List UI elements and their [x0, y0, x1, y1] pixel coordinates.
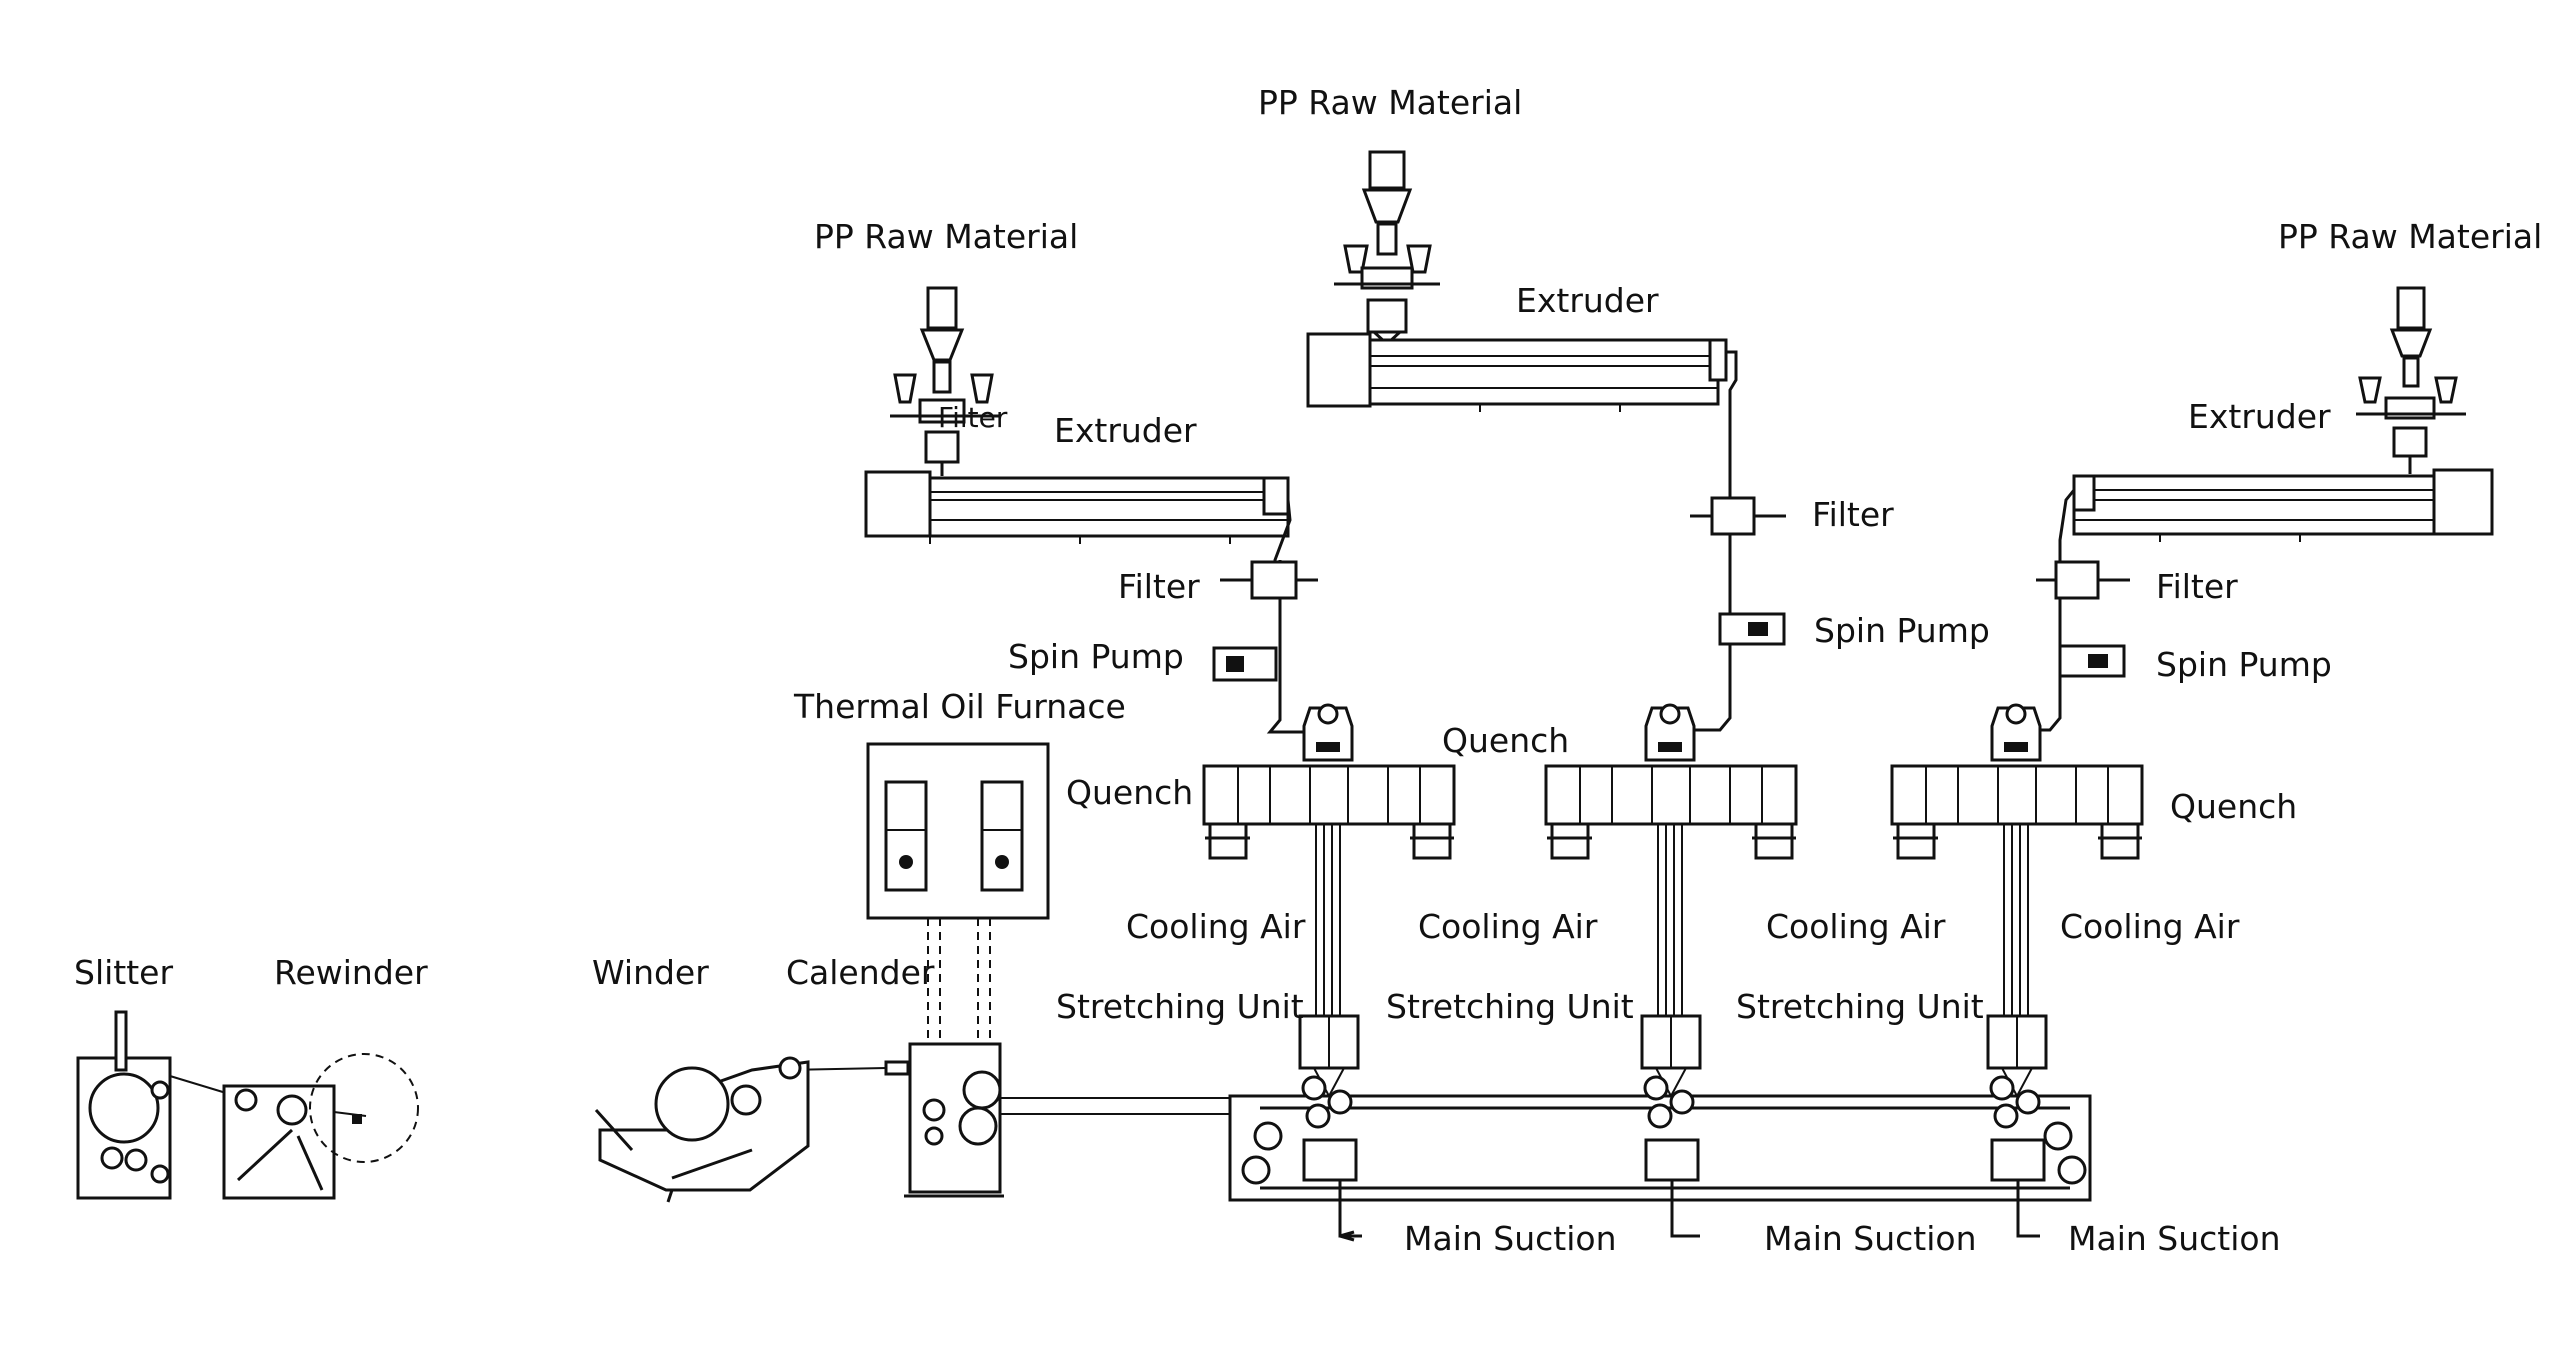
filament-column-right: [2003, 824, 2029, 1016]
extruder-label-right: Extruder: [2188, 397, 2331, 436]
main-suction-label-1: Main Suction: [1404, 1219, 1617, 1258]
stretching-unit-right: [1986, 1014, 2048, 1099]
calender-label: Calender: [786, 953, 935, 992]
stretching-unit-label-3: Stretching Unit: [1736, 987, 1984, 1026]
raw-material-label-center: PP Raw Material: [1258, 83, 1523, 122]
cooling-air-label-1: Cooling Air: [1126, 907, 1306, 946]
filter-label-left: Filter: [1118, 567, 1200, 606]
spin-pump-label-right: Spin Pump: [2156, 645, 2332, 684]
winder-label: Winder: [592, 953, 709, 992]
filter-label-hopper: Filter: [938, 401, 1008, 434]
spin-beam-left: [1302, 703, 1354, 762]
spin-pump-label-center: Spin Pump: [1814, 611, 1990, 650]
filter-label-center: Filter: [1812, 495, 1894, 534]
stretching-unit-label-2: Stretching Unit: [1386, 987, 1634, 1026]
raw-material-hopper-center: [1334, 150, 1440, 347]
main-suction-label-3: Main Suction: [2068, 1219, 2281, 1258]
extruder-label-left: Extruder: [1054, 411, 1197, 450]
cooling-air-label-3: Cooling Air: [1766, 907, 1946, 946]
main-suction-label-2: Main Suction: [1764, 1219, 1977, 1258]
raw-material-label-left: PP Raw Material: [814, 217, 1079, 256]
rewinder-machine: [169, 1053, 419, 1200]
stretching-unit-center: [1640, 1014, 1702, 1099]
quench-chamber-left: [1202, 764, 1456, 860]
extruder-left: [864, 470, 1292, 580]
quench-label-right: Quench: [2170, 787, 2298, 826]
spin-beam-center: [1644, 703, 1696, 762]
web-conveyor-line: [1000, 1097, 1230, 1115]
cooling-air-label-2: Cooling Air: [1418, 907, 1598, 946]
raw-material-hopper-right: [2356, 286, 2466, 474]
spin-pump-label-left: Spin Pump: [1008, 637, 1184, 676]
spin-beam-right: [1990, 703, 2042, 762]
main-suction-ducts: [1338, 1180, 2040, 1242]
stretching-unit-left: [1298, 1014, 1360, 1099]
quench-label-left: Quench: [1066, 773, 1194, 812]
slitter-label: Slitter: [74, 953, 174, 992]
filter-label-right: Filter: [2156, 567, 2238, 606]
calender-machine: [884, 1042, 1004, 1198]
melt-line-center: [1690, 496, 1786, 732]
thermal-oil-furnace-label: Thermal Oil Furnace: [794, 687, 1126, 726]
quench-label-center: Quench: [1442, 721, 1570, 760]
extruder-center: [1306, 332, 1738, 500]
filament-column-center: [1657, 824, 1683, 1016]
filament-column-left: [1315, 824, 1341, 1016]
raw-material-label-right: PP Raw Material: [2278, 217, 2543, 256]
slitter-machine: [76, 1010, 172, 1200]
quench-chamber-center: [1544, 764, 1798, 860]
forming-belt-table: [1228, 1075, 2092, 1202]
extruder-label-center: Extruder: [1516, 281, 1659, 320]
raw-material-hopper-left: [890, 286, 1000, 476]
rewinder-label: Rewinder: [274, 953, 428, 992]
stretching-unit-label-1: Stretching Unit: [1056, 987, 1304, 1026]
quench-chamber-right: [1890, 764, 2144, 860]
melt-line-right: [2030, 560, 2130, 732]
winder-machine: [594, 1056, 887, 1203]
melt-line-left: [1212, 560, 1330, 734]
cooling-air-label-4: Cooling Air: [2060, 907, 2240, 946]
thermal-oil-furnace: [866, 742, 1050, 1044]
extruder-right: [2058, 468, 2494, 580]
